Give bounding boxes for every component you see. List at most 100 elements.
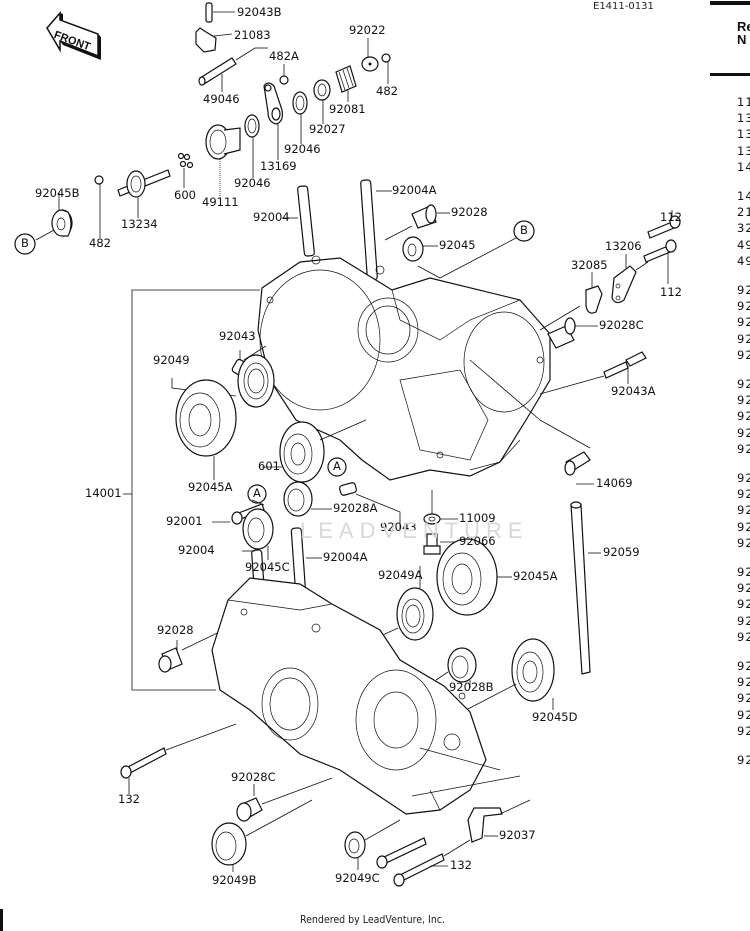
callout-92004-upper[interactable]: 92004	[253, 210, 290, 224]
reference-list-item[interactable]: 92	[737, 331, 750, 346]
reference-list-item[interactable]: 92	[737, 753, 750, 767]
callout-482a[interactable]: 482A	[269, 49, 299, 63]
reference-list-item[interactable]: 92	[737, 487, 750, 502]
callout-92028-upper[interactable]: 92028	[451, 205, 488, 219]
callout-92045c[interactable]: 92045C	[245, 560, 290, 574]
reference-list-item[interactable]: 92	[737, 377, 750, 391]
reference-list-item[interactable]: 92	[737, 675, 750, 690]
callout-92022[interactable]: 92022	[349, 23, 386, 37]
callout-32085[interactable]: 32085	[571, 258, 608, 272]
callout-92004a-upper[interactable]: 92004A	[392, 183, 437, 197]
reference-list-item[interactable]: 92	[737, 723, 750, 738]
reference-list-item[interactable]: 92	[737, 629, 750, 644]
breather-14069-part	[469, 359, 594, 485]
callout-14001[interactable]: 14001	[85, 486, 122, 500]
callout-132-right[interactable]: 132	[450, 858, 472, 872]
callout-112-a[interactable]: 112	[660, 210, 682, 224]
callout-92049c[interactable]: 92049C	[335, 871, 380, 885]
callout-92004-lower[interactable]: 92004	[178, 543, 215, 557]
reference-list-item[interactable]: 92	[737, 283, 750, 297]
reference-list-item[interactable]: 49	[737, 253, 750, 268]
reference-list-item[interactable]: 92	[737, 597, 750, 612]
gear-13234-part	[117, 169, 171, 218]
washer-92046-a-part	[292, 91, 308, 144]
callout-21083[interactable]: 21083	[234, 28, 271, 42]
callout-92045[interactable]: 92045	[439, 238, 476, 252]
reference-list-item[interactable]: 92	[737, 613, 750, 628]
callout-482-left[interactable]: 482	[89, 236, 111, 250]
callout-92037[interactable]: 92037	[499, 828, 536, 842]
reference-list-item[interactable]: 92	[737, 519, 750, 534]
callout-92028a[interactable]: 92028A	[333, 501, 378, 515]
reference-list-item[interactable]: 92	[737, 347, 750, 362]
callout-92028c-upper[interactable]: 92028C	[599, 318, 644, 332]
shift-lever-21083-part	[195, 27, 233, 53]
callout-92028c-lower[interactable]: 92028C	[231, 770, 276, 784]
callout-601[interactable]: 601	[258, 459, 280, 473]
collar-92028c-lower-part	[236, 777, 333, 822]
reference-list-item[interactable]: 92	[737, 659, 750, 673]
callout-13234[interactable]: 13234	[121, 217, 158, 231]
bearing-92045d-part	[465, 638, 555, 711]
bolt-132-b-part	[393, 839, 471, 887]
callout-92045d[interactable]: 92045D	[532, 710, 578, 724]
callout-92066[interactable]: 92066	[459, 534, 496, 548]
callout-11009[interactable]: 11009	[459, 511, 496, 525]
reference-list-item[interactable]: 92	[737, 535, 750, 550]
reference-list-item[interactable]: 13	[737, 127, 750, 142]
callout-92043-upper[interactable]: 92043	[219, 329, 256, 343]
callout-92049b[interactable]: 92049B	[212, 873, 257, 887]
reference-list-item[interactable]: 13	[737, 143, 750, 158]
reference-list-item[interactable]: 92	[737, 565, 750, 579]
callout-112-b[interactable]: 112	[660, 285, 682, 299]
callout-92045a-left[interactable]: 92045A	[188, 480, 233, 494]
oil-seal-92049b-part	[211, 799, 313, 872]
reference-list-item[interactable]: 11	[737, 95, 750, 109]
callout-92059[interactable]: 92059	[603, 545, 640, 559]
reference-list-item[interactable]: 92	[737, 425, 750, 440]
callout-92045b[interactable]: 92045B	[35, 186, 80, 200]
bushing-92028b-part	[435, 647, 477, 688]
reference-list-item[interactable]: 92	[737, 503, 750, 518]
callout-92027[interactable]: 92027	[309, 122, 346, 136]
reference-list-item[interactable]: 49	[737, 237, 750, 252]
callout-49111[interactable]: 49111	[202, 195, 239, 209]
callout-92081[interactable]: 92081	[329, 102, 366, 116]
callout-92001[interactable]: 92001	[166, 514, 203, 528]
callout-482-top[interactable]: 482	[376, 84, 398, 98]
callout-92049[interactable]: 92049	[153, 353, 190, 367]
callout-92004a-lower[interactable]: 92004A	[323, 550, 368, 564]
reference-list-item[interactable]: 92	[737, 441, 750, 456]
callout-92045a-right[interactable]: 92045A	[513, 569, 558, 583]
callout-92043b[interactable]: 92043B	[237, 5, 282, 19]
reference-list-item[interactable]: 21	[737, 205, 750, 220]
callout-13169[interactable]: 13169	[260, 159, 297, 173]
reference-list-item[interactable]: 92	[737, 393, 750, 408]
reference-list-item[interactable]: 92	[737, 315, 750, 330]
reference-list-item[interactable]: 13	[737, 111, 750, 126]
reference-list-item[interactable]: 14	[737, 159, 750, 174]
callout-92049a[interactable]: 92049A	[378, 568, 423, 582]
callout-92043a[interactable]: 92043A	[611, 384, 656, 398]
callout-132-left[interactable]: 132	[118, 792, 140, 806]
reference-list-item[interactable]: 92	[737, 707, 750, 722]
callout-92046-b[interactable]: 92046	[234, 176, 271, 190]
reference-list-item[interactable]: 92	[737, 299, 750, 314]
reference-list-item[interactable]: 92	[737, 409, 750, 424]
callout-49046[interactable]: 49046	[203, 92, 240, 106]
reference-list-item[interactable]: 92	[737, 471, 750, 485]
callout-92028-lower[interactable]: 92028	[157, 623, 194, 637]
diagram-id: E1411-0131	[593, 1, 654, 12]
marker-a-left-label: A	[253, 486, 261, 500]
circle-marker-b-right	[417, 220, 535, 279]
callout-13206[interactable]: 13206	[605, 239, 642, 253]
callout-600[interactable]: 600	[174, 188, 196, 202]
reference-list-item[interactable]: 92	[737, 691, 750, 706]
callout-14069[interactable]: 14069	[596, 476, 633, 490]
reference-list-item[interactable]: 32	[737, 221, 750, 236]
callout-92046-a[interactable]: 92046	[284, 142, 321, 156]
callout-92043-lower[interactable]: 92043	[380, 520, 417, 534]
reference-list-item[interactable]: 92	[737, 581, 750, 596]
reference-list-item[interactable]: 14	[737, 189, 750, 203]
callout-92028b[interactable]: 92028B	[449, 680, 494, 694]
